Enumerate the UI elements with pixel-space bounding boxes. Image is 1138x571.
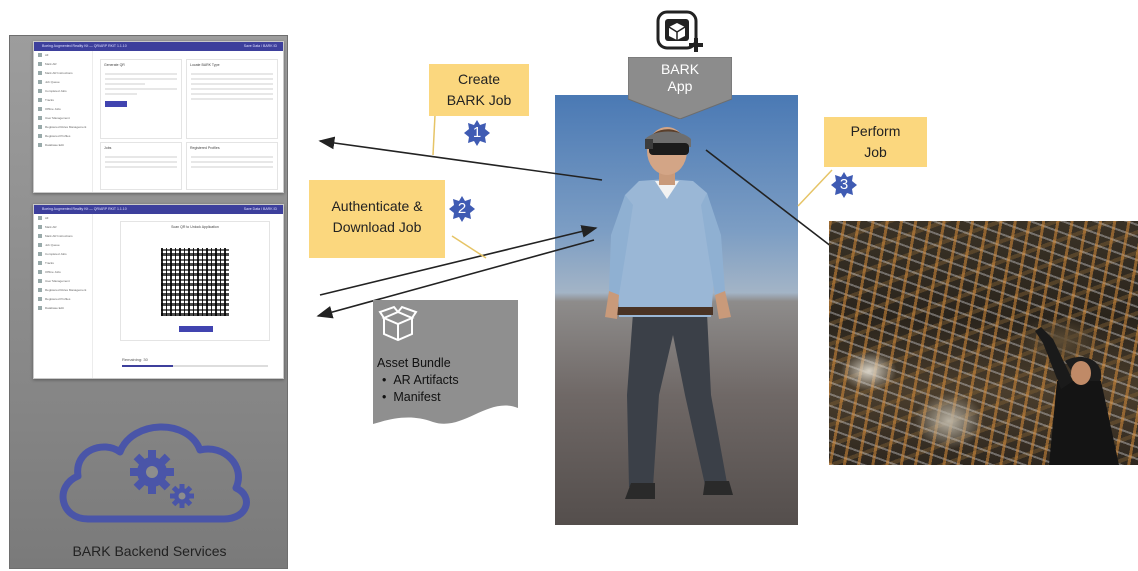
nav-item[interactable]: Tracks xyxy=(34,259,92,268)
asset-bundle-title: Asset Bundle xyxy=(377,356,451,370)
worker-figure xyxy=(1035,327,1119,465)
nav-item[interactable]: User Management xyxy=(34,114,92,123)
app-title-bar: Boeing Augmented Reality Kit — QR/ARP RK… xyxy=(34,42,283,51)
nav-item[interactable]: Offline Jobs xyxy=(34,105,92,114)
qr-code xyxy=(161,248,229,316)
submit-button[interactable] xyxy=(105,101,127,107)
callout-authenticate-download: Authenticate &Download Job xyxy=(309,180,445,258)
nav-item[interactable]: Registered Roles Management xyxy=(34,286,92,295)
nav-item[interactable]: Registered Roles Management xyxy=(34,123,92,132)
nav-item[interactable]: Job Queue xyxy=(34,78,92,87)
backend-services-panel: Boeing Augmented Reality Kit — QR/ARP RK… xyxy=(9,35,288,569)
qr-card: Scan QR to Unlock Application xyxy=(120,221,270,341)
nav-item[interactable]: All xyxy=(34,214,92,223)
open-box-icon xyxy=(378,305,418,342)
nav-item[interactable]: Mark AR Instructions xyxy=(34,232,92,241)
arrow-download xyxy=(316,239,595,319)
nav-item[interactable]: Tracks xyxy=(34,96,92,105)
generate-qr-card: Generate QR xyxy=(100,59,182,139)
app-title-bar: Boeing Augmented Reality Kit — QR/ARP RK… xyxy=(34,205,283,214)
bark-app-shape xyxy=(628,57,732,119)
registered-profiles-card: Registered Profiles xyxy=(186,142,278,190)
nav-item[interactable]: Completed Jobs xyxy=(34,87,92,96)
nav-item[interactable]: Offline Jobs xyxy=(34,268,92,277)
jobs-card: Jobs xyxy=(100,142,182,190)
asset-bundle-document xyxy=(373,300,518,424)
backend-screenshot-qr-unlock: Boeing Augmented Reality Kit — QR/ARP RK… xyxy=(33,204,284,379)
nav-item[interactable]: Database Edit xyxy=(34,141,92,150)
cloud-gears-icon xyxy=(59,423,250,523)
unlock-button[interactable] xyxy=(179,326,213,332)
nav-item[interactable]: Mark AR xyxy=(34,60,92,69)
sidebar-nav: All Mark AR Mark AR Instructions Job Que… xyxy=(34,214,93,378)
ar-headset-user-figure xyxy=(605,127,733,499)
wiring-harness-photo xyxy=(829,221,1138,465)
nav-item[interactable]: Mark AR xyxy=(34,223,92,232)
arrow-authenticate xyxy=(319,225,598,296)
nav-item[interactable]: Job Queue xyxy=(34,241,92,250)
nav-item[interactable]: Database Edit xyxy=(34,304,92,313)
nav-item[interactable]: Mark AR Instructions xyxy=(34,69,92,78)
backend-screenshot-dashboard: Boeing Augmented Reality Kit — QR/ARP RK… xyxy=(33,41,284,193)
nav-item[interactable]: User Management xyxy=(34,277,92,286)
qr-caption: Scan QR to Unlock Application xyxy=(171,225,219,229)
countdown-text: Remaining: 30 xyxy=(122,357,148,362)
nav-item[interactable]: Completed Jobs xyxy=(34,250,92,259)
step-badge-1: 1 xyxy=(464,120,490,146)
step-badge-2: 2 xyxy=(449,196,475,222)
ar-cube-plus-icon xyxy=(656,10,703,52)
backend-label: BARK Backend Services xyxy=(72,543,227,559)
ar-user-scene xyxy=(555,95,798,525)
nav-item[interactable]: Registered Profiles xyxy=(34,295,92,304)
countdown-bar xyxy=(122,365,268,367)
asset-bundle-item: • AR Artifacts xyxy=(382,373,459,387)
asset-bundle-item: • Manifest xyxy=(382,390,441,404)
step-badge-3: 3 xyxy=(831,172,857,198)
nav-item[interactable]: Registered Profiles xyxy=(34,132,92,141)
locate-bark-type-card: Locate BARK Type xyxy=(186,59,278,139)
arrow-perform xyxy=(705,149,837,251)
arrow-create-job xyxy=(318,136,603,181)
sidebar-nav: All Mark AR Mark AR Instructions Job Que… xyxy=(34,51,93,192)
nav-item[interactable]: All xyxy=(34,51,92,60)
